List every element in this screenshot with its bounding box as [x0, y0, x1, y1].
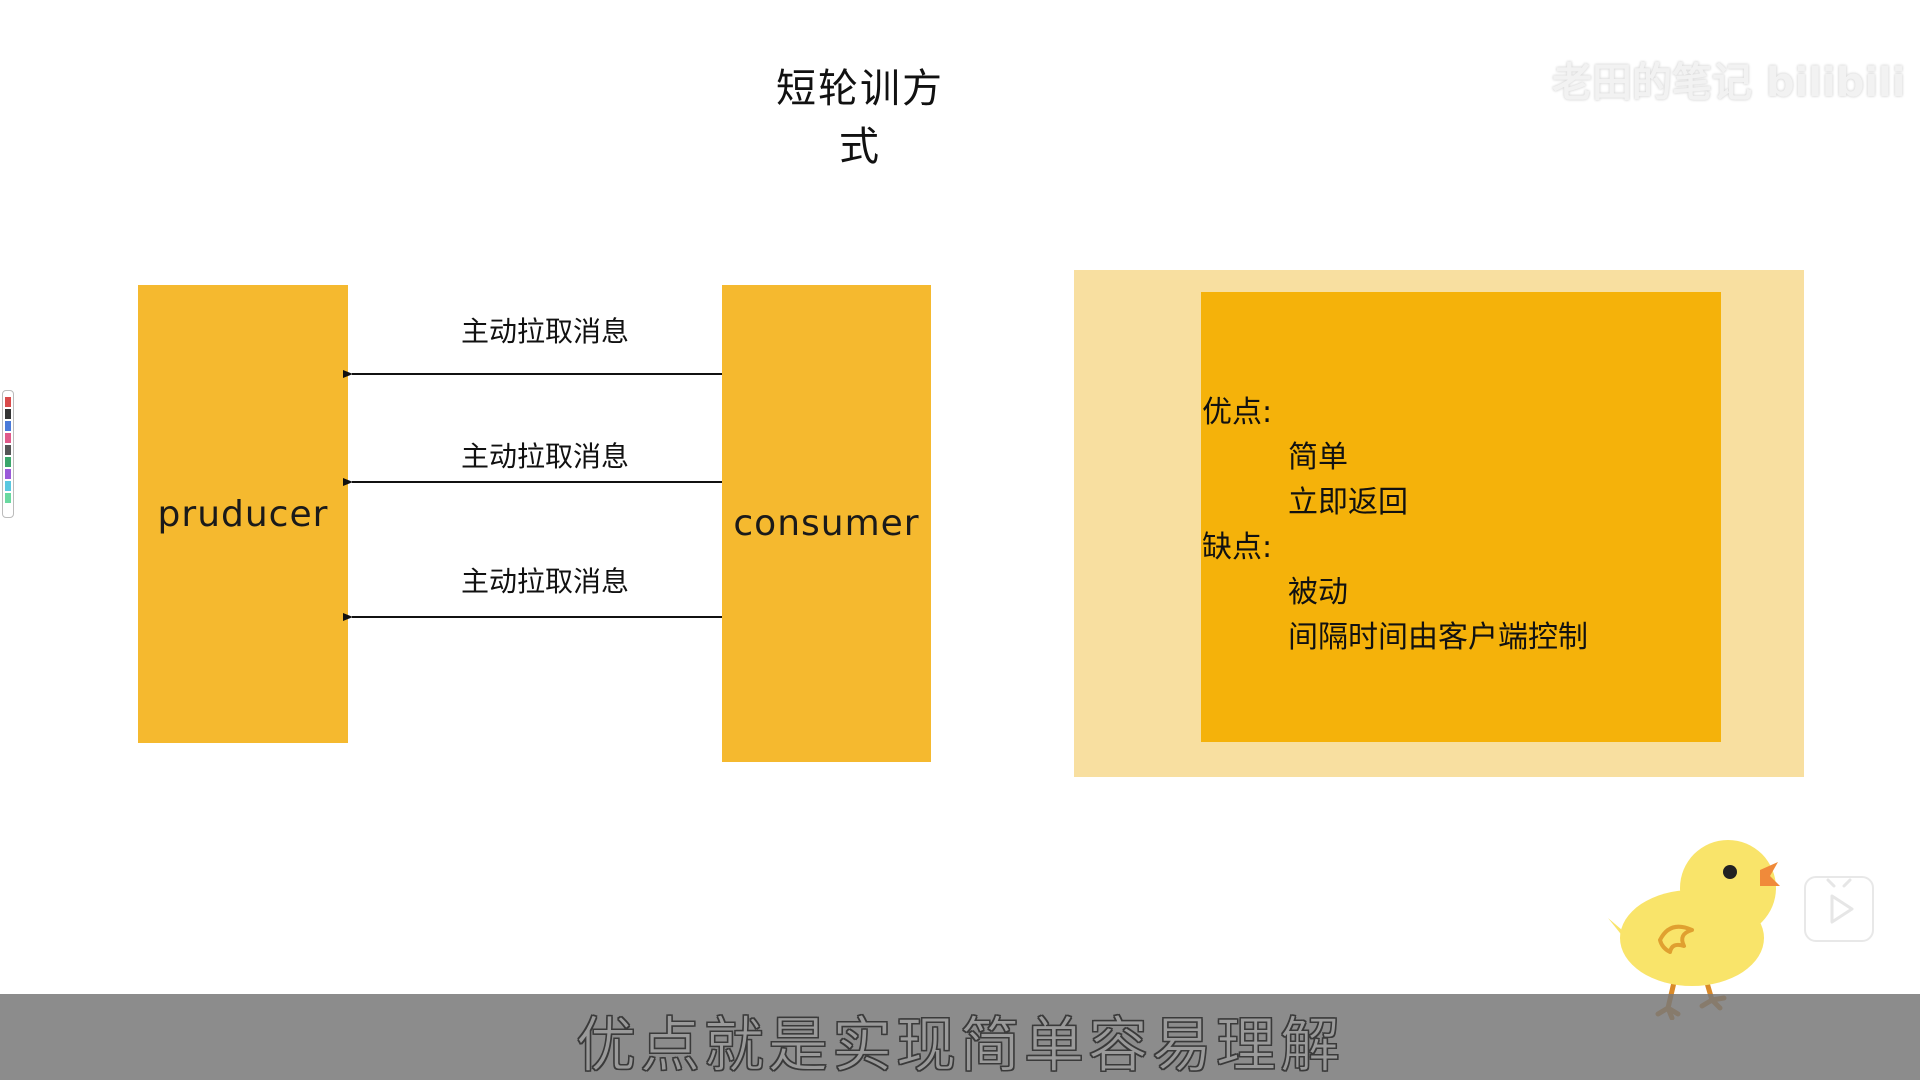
- producer-label: pruducer: [157, 493, 329, 535]
- cons-item-1: 被动: [1288, 575, 1348, 610]
- channel-watermark: 老田的笔记 bilibili: [1552, 60, 1906, 106]
- pros-item-2: 立即返回: [1288, 485, 1408, 520]
- color-palette-toolbar[interactable]: [2, 390, 14, 518]
- consumer-block: consumer: [722, 285, 931, 762]
- pros-cons-inner-panel: [1201, 292, 1721, 742]
- play-button[interactable]: [1804, 876, 1874, 942]
- slide-title: 短轮训方式: [776, 66, 944, 170]
- cons-heading: 缺点:: [1202, 530, 1273, 565]
- palette-swatches-icon: [5, 397, 11, 503]
- arrow-label-3: 主动拉取消息: [460, 565, 629, 598]
- pros-item-1: 简单: [1288, 440, 1348, 475]
- consumer-label: consumer: [733, 503, 920, 544]
- arrow-label-1: 主动拉取消息: [460, 315, 629, 348]
- chick-mascot-icon: [1608, 840, 1780, 1020]
- cons-item-2: 间隔时间由客户端控制: [1288, 620, 1588, 655]
- subtitle-caption: 优点就是实现简单容易理解: [576, 1011, 1344, 1080]
- subtitle-bar: [0, 994, 1920, 1080]
- pros-heading: 优点:: [1202, 395, 1273, 430]
- play-icon: [1826, 878, 1854, 924]
- arrow-label-2: 主动拉取消息: [460, 440, 629, 473]
- producer-block: pruducer: [138, 285, 348, 743]
